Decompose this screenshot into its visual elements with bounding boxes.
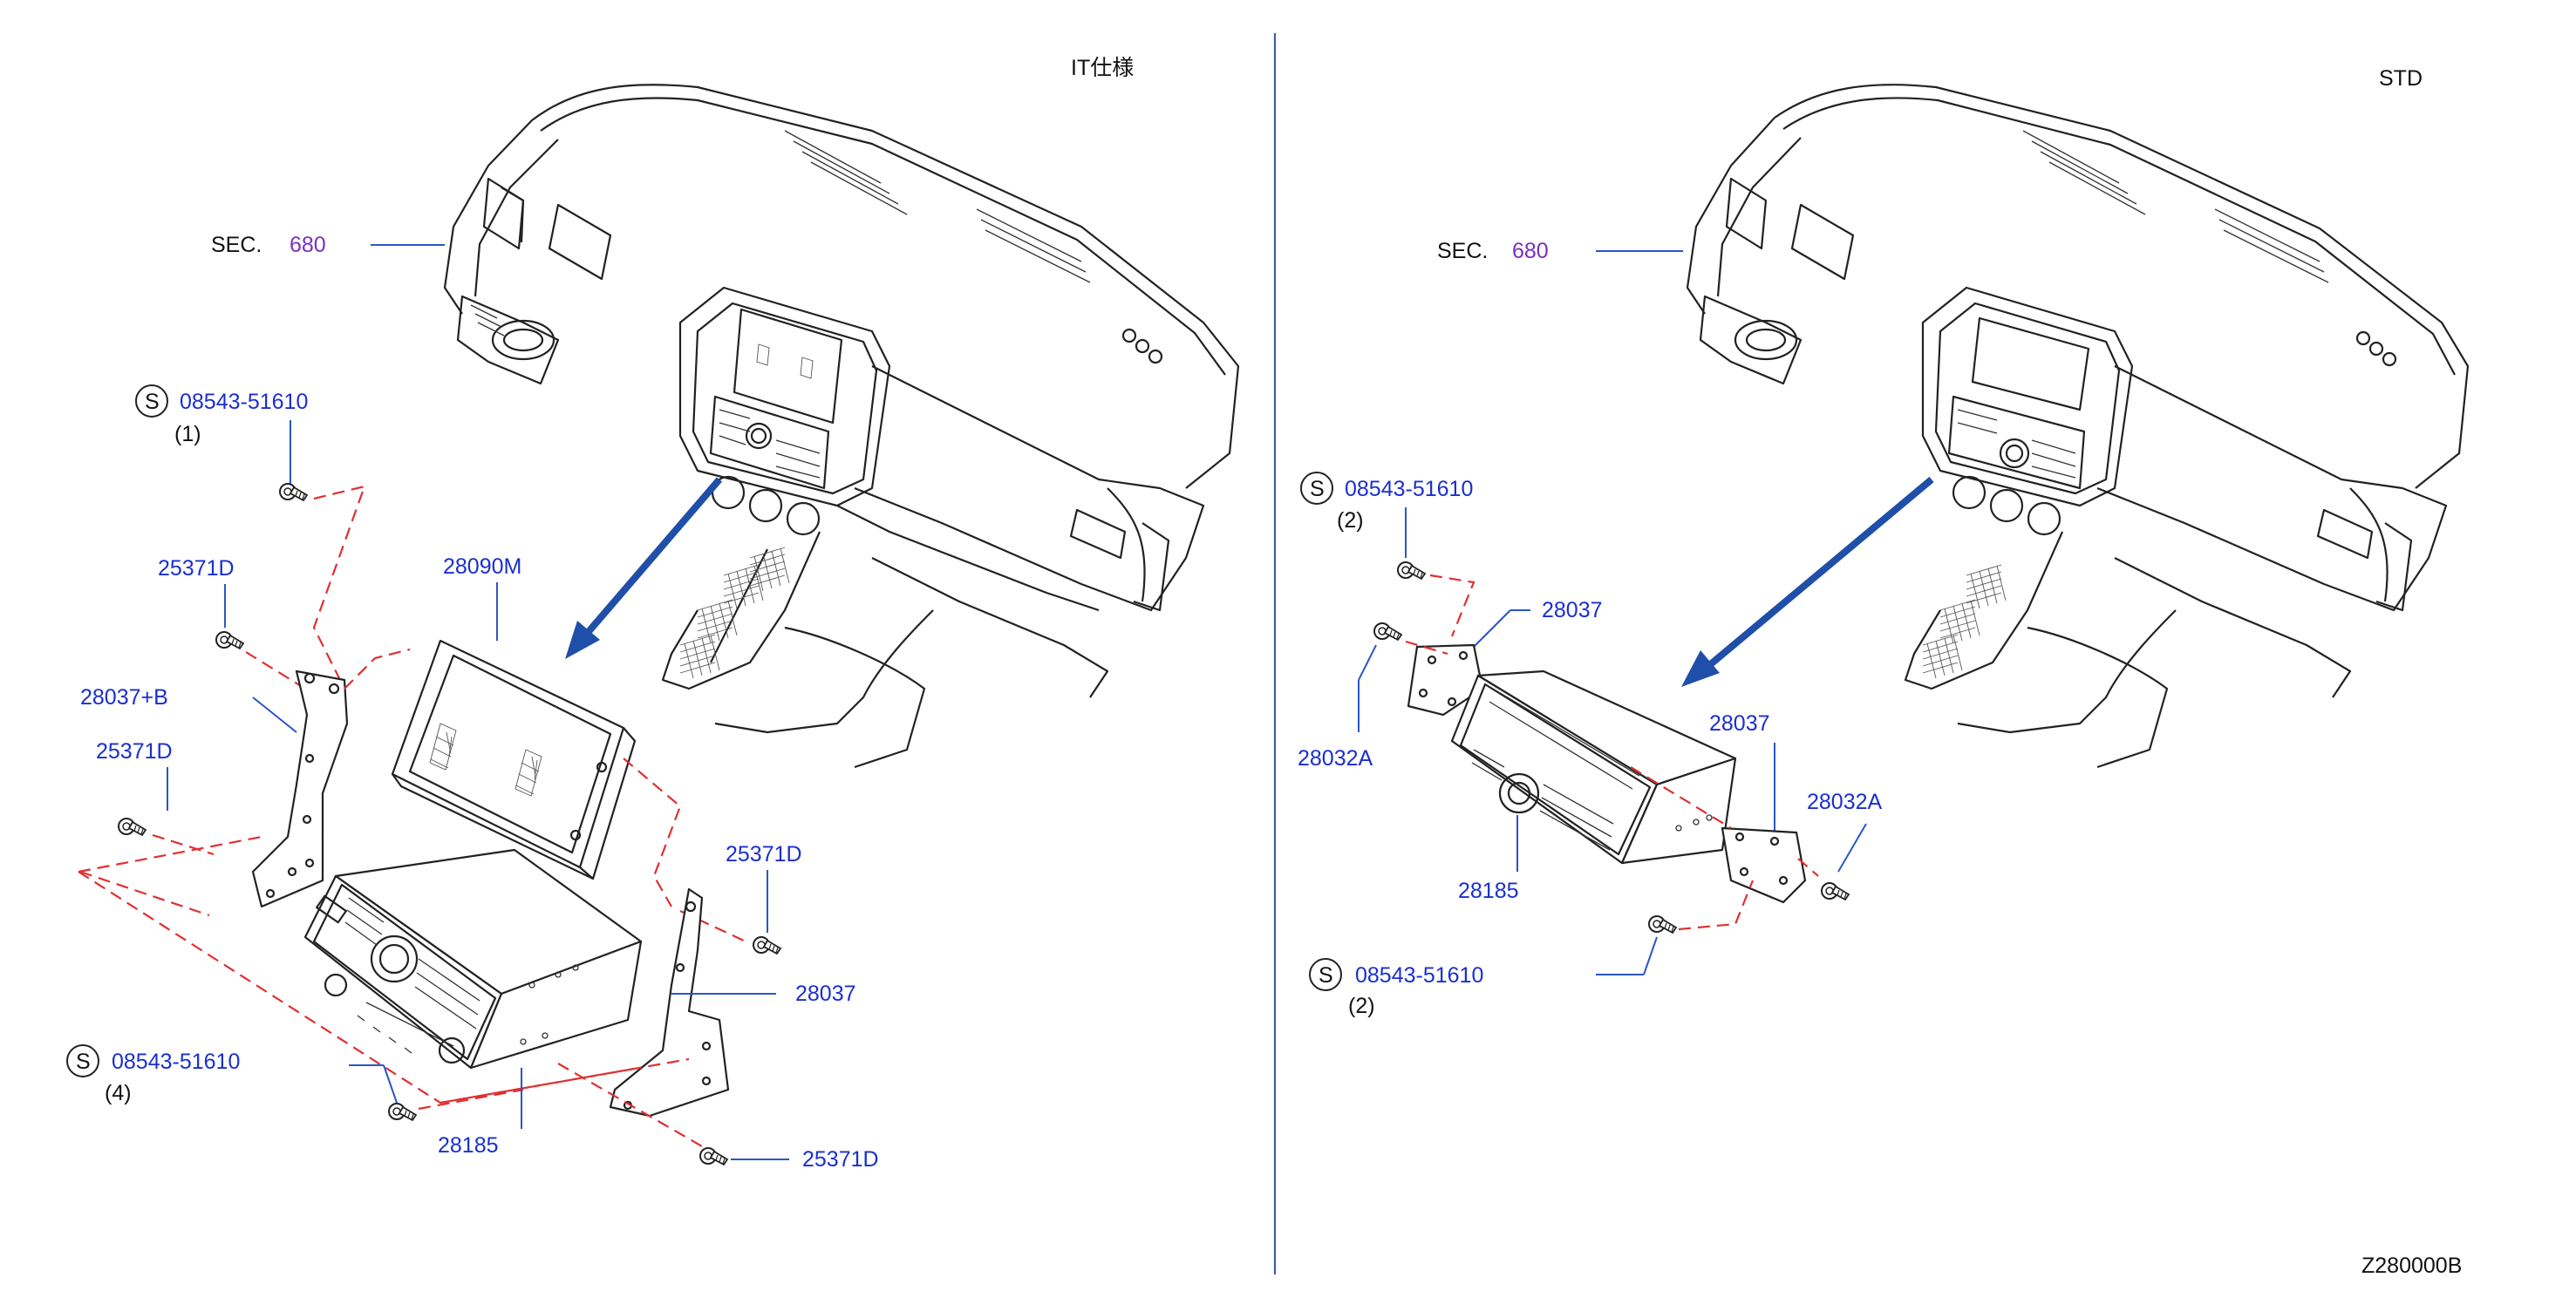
label-28185-right: 28185 bbox=[1458, 879, 1519, 903]
variant-title-right: STD bbox=[2379, 66, 2423, 91]
part-number-08543-51610: 08543-51610 bbox=[112, 1050, 240, 1074]
screw-icon bbox=[279, 483, 308, 501]
section-prefix: SEC. bbox=[1437, 239, 1488, 263]
label-28090m: 28090M bbox=[443, 554, 521, 579]
arrow-icon bbox=[1681, 476, 1934, 687]
drawing-code: Z280000B bbox=[2361, 1254, 2462, 1278]
quantity: (2) bbox=[1337, 508, 1364, 533]
circled-s-icon bbox=[1309, 958, 1342, 991]
section-ref-right: SEC. 680 bbox=[1437, 239, 1683, 263]
quantity: (1) bbox=[174, 422, 201, 446]
section-number: 680 bbox=[290, 233, 326, 257]
screw-icon bbox=[215, 631, 244, 649]
screw-icon bbox=[1373, 622, 1402, 641]
callout-screw-top-left: S 08543-51610 (1) bbox=[135, 384, 308, 484]
bracket-28037b bbox=[251, 669, 349, 908]
section-prefix: SEC. bbox=[211, 233, 262, 257]
screw-icon bbox=[753, 936, 781, 955]
head-unit-28185-right bbox=[1450, 669, 1737, 865]
label-28185-left: 28185 bbox=[438, 1133, 499, 1158]
svg-text:S: S bbox=[1310, 477, 1325, 501]
quantity: (2) bbox=[1348, 994, 1375, 1018]
label-28032a-right-left: 28032A bbox=[1298, 746, 1373, 771]
part-number-08543-51610: 08543-51610 bbox=[1345, 477, 1473, 501]
quantity: (4) bbox=[105, 1081, 132, 1105]
bracket-28037-right-top bbox=[1407, 643, 1484, 717]
label-25371d-c: 25371D bbox=[726, 842, 802, 866]
variant-title-left: IT仕様 bbox=[1071, 56, 1134, 80]
screw-icon bbox=[1821, 882, 1850, 900]
svg-text:S: S bbox=[145, 390, 160, 414]
arrow-icon bbox=[565, 477, 723, 659]
screw-icon bbox=[1648, 915, 1677, 934]
screw-icon bbox=[118, 818, 147, 836]
bracket-28037-right bbox=[1721, 826, 1807, 904]
screw-icon bbox=[1397, 561, 1426, 580]
callout-screw-bottom-left: S 08543-51610 (4) bbox=[66, 1044, 398, 1105]
label-28037-b: 28037+B bbox=[80, 685, 168, 710]
part-number-08543-51610: 08543-51610 bbox=[1355, 963, 1483, 988]
part-number-08543-51610: 08543-51610 bbox=[180, 390, 308, 414]
bracket-28037-left bbox=[609, 887, 730, 1118]
dashboard-right bbox=[1686, 84, 2470, 769]
screw-icon bbox=[388, 1103, 417, 1121]
section-number: 680 bbox=[1512, 239, 1549, 263]
label-28037-left: 28037 bbox=[795, 982, 856, 1006]
svg-text:S: S bbox=[76, 1050, 91, 1074]
section-ref-left: SEC. 680 bbox=[211, 233, 445, 257]
callout-screw-top-right: S 08543-51610 (2) bbox=[1300, 472, 1473, 558]
label-25371d-a: 25371D bbox=[158, 556, 235, 581]
circled-s-icon bbox=[1300, 472, 1333, 505]
circled-s-icon bbox=[135, 384, 168, 418]
display-unit-28090m bbox=[391, 639, 637, 880]
dashboard-left bbox=[443, 84, 1240, 769]
screw-icon bbox=[699, 1147, 728, 1165]
callout-screw-bottom-right: S 08543-51610 (2) bbox=[1309, 936, 1658, 1018]
label-28037-right-top: 28037 bbox=[1542, 598, 1603, 622]
svg-text:S: S bbox=[1319, 963, 1333, 988]
label-25371d-d: 25371D bbox=[802, 1147, 879, 1172]
circled-s-icon bbox=[66, 1044, 99, 1077]
label-28032a-right: 28032A bbox=[1807, 790, 1883, 814]
label-25371d-b: 25371D bbox=[96, 739, 173, 764]
head-unit-28185-left bbox=[303, 848, 643, 1070]
label-28037-right: 28037 bbox=[1709, 711, 1770, 736]
